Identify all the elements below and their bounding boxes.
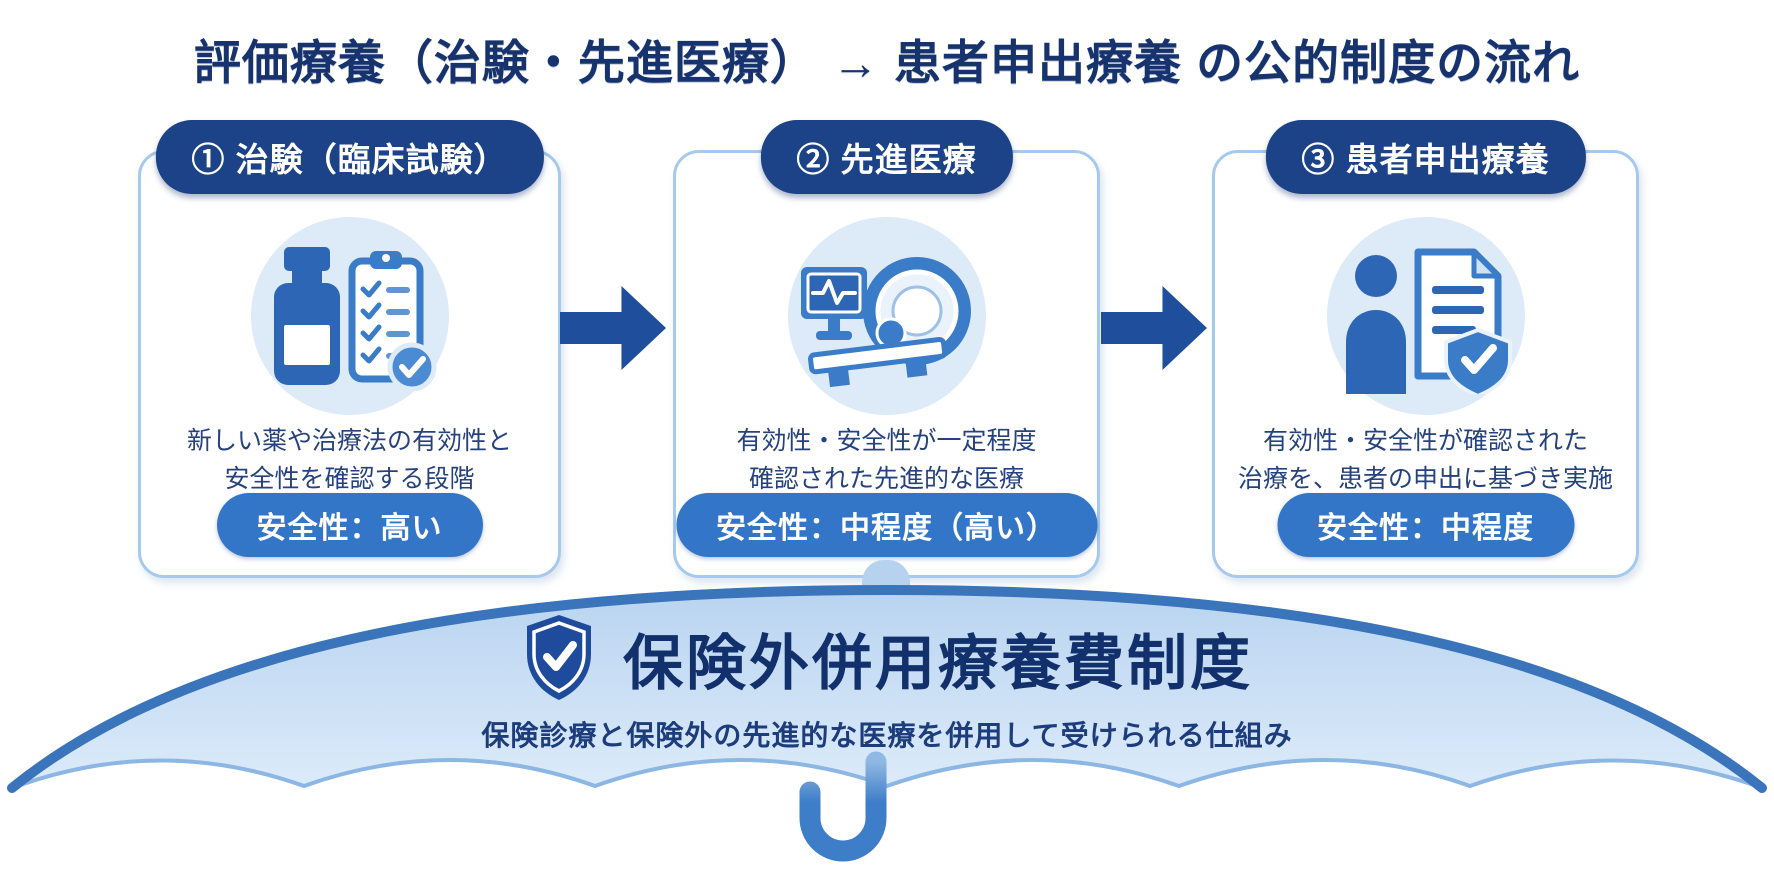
- page-title: 評価療養（治験・先進医療） → 患者申出療養 の公的制度の流れ: [193, 36, 1581, 89]
- umbrella-content: 保険外併用療養費制度 保険診療と保険外の先進的な医療を併用して受けられる仕組み: [0, 612, 1774, 754]
- umbrella-title: 保険外併用療養費制度: [623, 629, 1253, 697]
- medicine-bottle-checklist-icon: [273, 247, 436, 391]
- safety-badge-medium: 安全性：中程度: [1277, 493, 1574, 557]
- icon-circle: [1326, 217, 1525, 415]
- umbrella-handle: [799, 751, 887, 862]
- umbrella-subtitle: 保険診療と保険外の先進的な医療を併用して受けられる仕組み: [481, 720, 1293, 751]
- patient-document-shield-icon: [1345, 248, 1512, 394]
- icon-circle: [787, 217, 986, 415]
- card-advanced-medical-care: ② 先進医療 有効性・安全性が一定程度 確認された先進的な医療 安全性：: [673, 120, 1100, 578]
- card-advanced-medical-care-description: 有効性・安全性が一定程度 確認された先進的な医療: [736, 427, 1037, 493]
- mri-scanner-monitor-icon: [800, 257, 971, 388]
- card-patient-requested-care-header: ③ 患者申出療養: [1265, 120, 1586, 194]
- safety-badge-medium-high: 安全性：中程度（高い）: [676, 493, 1097, 557]
- umbrella-top-border: [7, 584, 1767, 793]
- icon-circle: [250, 217, 449, 415]
- card-advanced-medical-care-header: ② 先進医療: [760, 120, 1013, 194]
- shield-check-icon: [527, 615, 591, 700]
- card-clinical-trial-description: 新しい薬や治療法の有効性と 安全性を確認する段階: [186, 427, 512, 493]
- safety-badge-high: 安全性：高い: [216, 493, 483, 557]
- card-patient-requested-care: ③ 患者申出療養 有効性・安全性が確認された 治療を、患者の申出に基づき実施 安…: [1212, 120, 1639, 578]
- card-clinical-trial: ① 治験（臨床試験） 新しい薬や治療法: [138, 120, 561, 578]
- card-clinical-trial-header: ① 治験（臨床試験）: [155, 120, 544, 194]
- card-patient-requested-care-description: 有効性・安全性が確認された 治療を、患者の申出に基づき実施: [1237, 427, 1613, 493]
